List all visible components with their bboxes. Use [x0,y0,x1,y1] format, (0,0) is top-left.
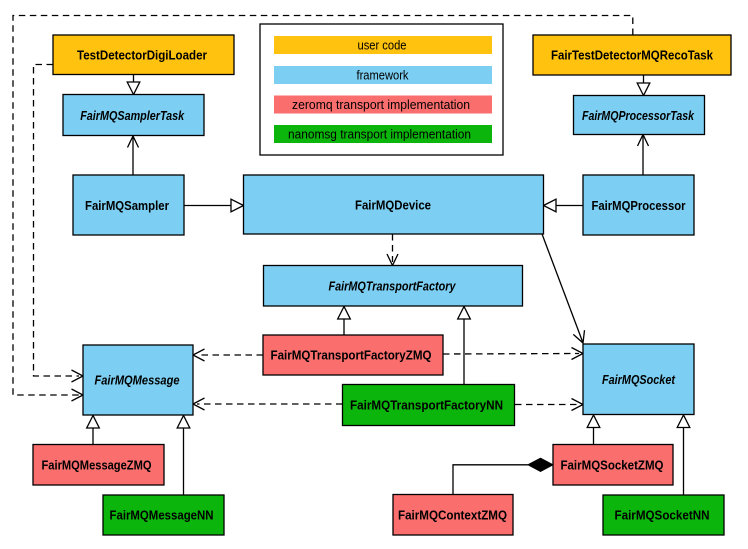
svg-text:FairMQTransportFactory: FairMQTransportFactory [329,279,457,294]
svg-text:FairMQSampler: FairMQSampler [85,198,169,213]
svg-text:nanomsg transport implementati: nanomsg transport implementation [288,127,471,142]
svg-text:FairMQProcessor: FairMQProcessor [592,198,686,213]
svg-text:FairMQMessageZMQ: FairMQMessageZMQ [42,458,152,473]
svg-text:TestDetectorDigiLoader: TestDetectorDigiLoader [77,48,207,63]
svg-text:FairMQProcessorTask: FairMQProcessorTask [582,108,695,123]
svg-text:framework: framework [357,68,409,83]
svg-text:FairMQMessageNN: FairMQMessageNN [110,508,214,523]
svg-text:user code: user code [358,38,407,53]
svg-text:FairMQMessage: FairMQMessage [95,373,180,388]
svg-text:FairTestDetectorMQRecoTask: FairTestDetectorMQRecoTask [551,48,714,63]
svg-text:FairMQSamplerTask: FairMQSamplerTask [80,108,185,123]
svg-text:zeromq transport implementatio: zeromq transport implementation [292,97,470,112]
svg-text:FairMQSocket: FairMQSocket [602,372,676,387]
svg-text:FairMQTransportFactoryNN: FairMQTransportFactoryNN [350,398,503,413]
svg-text:FairMQTransportFactoryZMQ: FairMQTransportFactoryZMQ [271,348,432,363]
svg-text:FairMQContextZMQ: FairMQContextZMQ [398,508,507,523]
svg-text:FairMQSocketNN: FairMQSocketNN [615,508,710,523]
svg-text:FairMQDevice: FairMQDevice [355,198,431,213]
svg-text:FairMQSocketZMQ: FairMQSocketZMQ [561,458,664,473]
